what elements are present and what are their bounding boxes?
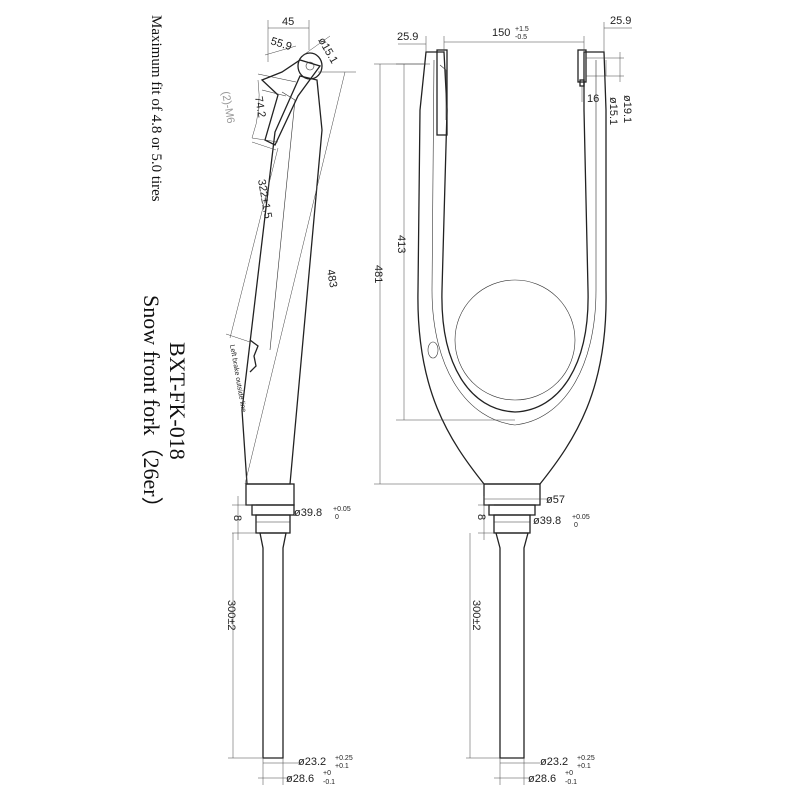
side-crown-base: [245, 483, 295, 506]
svg-text:+0.05: +0.05: [333, 506, 351, 513]
front-view: 25.9 150 +1.5 -0.5 25.9 ø19.1 ø15.1 16: [372, 15, 633, 786]
svg-text:+0.1: +0.1: [577, 763, 591, 770]
svg-text:0: 0: [335, 514, 339, 521]
dim-front-8: 8: [475, 514, 487, 520]
side-dropout: [260, 52, 323, 146]
model-number: BXT-FK-018: [165, 342, 190, 460]
dim-side-300: 300±2: [225, 600, 237, 631]
front-crown-base: [483, 483, 541, 506]
tire-fit-note: Maximum fit of 4.8 or 5.0 tires: [148, 15, 164, 202]
brake-note: Left brake outside line: [228, 344, 247, 413]
svg-text:+0.05: +0.05: [572, 514, 590, 521]
front-dimensions: 25.9 150 +1.5 -0.5 25.9 ø19.1 ø15.1 16: [372, 15, 633, 786]
bolt-spec: (2)-M6: [219, 90, 236, 124]
side-dimensions: 45 55.9 ø15.1 74.2 (2)-M6 322±1.5 Left b…: [219, 16, 356, 786]
side-fork-leg: [241, 75, 323, 485]
svg-text:0: 0: [574, 522, 578, 529]
dim-side-steerer-top: ø23.2: [298, 756, 326, 768]
svg-text:+0.25: +0.25: [577, 755, 595, 762]
dim-16: 16: [587, 93, 599, 105]
dim-front-300: 300±2: [470, 600, 482, 631]
svg-text:+0.1: +0.1: [335, 763, 349, 770]
svg-text:+0: +0: [323, 770, 331, 777]
dim-74-2: 74.2: [252, 95, 268, 118]
dim-side-8: 8: [231, 515, 243, 521]
svg-text:+0: +0: [565, 770, 573, 777]
svg-text:+1.5: +1.5: [515, 26, 529, 33]
dim-axle-dia: ø15.1: [315, 36, 339, 66]
front-crown-race: [488, 504, 536, 516]
dim-dia-19-1: ø19.1: [621, 95, 633, 123]
dim-55-9: 55.9: [269, 35, 293, 53]
dim-front-steerer-top: ø23.2: [540, 756, 568, 768]
brake-tab: [427, 341, 439, 359]
dim-45: 45: [282, 16, 294, 28]
side-view: 45 55.9 ø15.1 74.2 (2)-M6 322±1.5 Left b…: [219, 16, 356, 786]
brake-mount: [249, 339, 259, 373]
front-fork-body: [417, 51, 607, 485]
dim-dropout-right: 25.9: [610, 15, 631, 27]
dim-dia-15-1: ø15.1: [607, 97, 619, 125]
svg-text:-0.5: -0.5: [515, 34, 527, 41]
dim-front-steerer-od: ø28.6: [528, 773, 556, 785]
tire-outline: [454, 279, 576, 401]
side-crown-race: [251, 504, 295, 516]
front-crown-race-lower: [493, 514, 531, 534]
dim-481: 481: [372, 265, 384, 283]
dim-dropout-left: 25.9: [397, 31, 418, 43]
fork-name: Snow front fork（26er）: [139, 295, 164, 519]
dim-side-steerer-od: ø28.6: [286, 773, 314, 785]
title-block: Maximum fit of 4.8 or 5.0 tires Snow fro…: [139, 15, 190, 519]
svg-text:-0.1: -0.1: [323, 779, 335, 786]
dim-spacing: 150: [492, 27, 510, 39]
side-steerer-tube: [259, 532, 287, 759]
svg-text:+0.25: +0.25: [335, 755, 353, 762]
dim-side-crown-race: ø39.8: [294, 507, 322, 519]
svg-text:-0.1: -0.1: [565, 779, 577, 786]
dim-483: 483: [324, 268, 339, 288]
dim-322: 322±1.5: [255, 178, 274, 219]
right-dropout: [577, 49, 587, 83]
side-crown-race-lower: [255, 514, 291, 534]
dim-crown-dia: ø57: [546, 494, 565, 506]
dim-413: 413: [395, 235, 407, 253]
front-steerer-tube: [495, 532, 529, 759]
left-dropout: [436, 49, 448, 136]
dim-front-crown-race: ø39.8: [533, 515, 561, 527]
